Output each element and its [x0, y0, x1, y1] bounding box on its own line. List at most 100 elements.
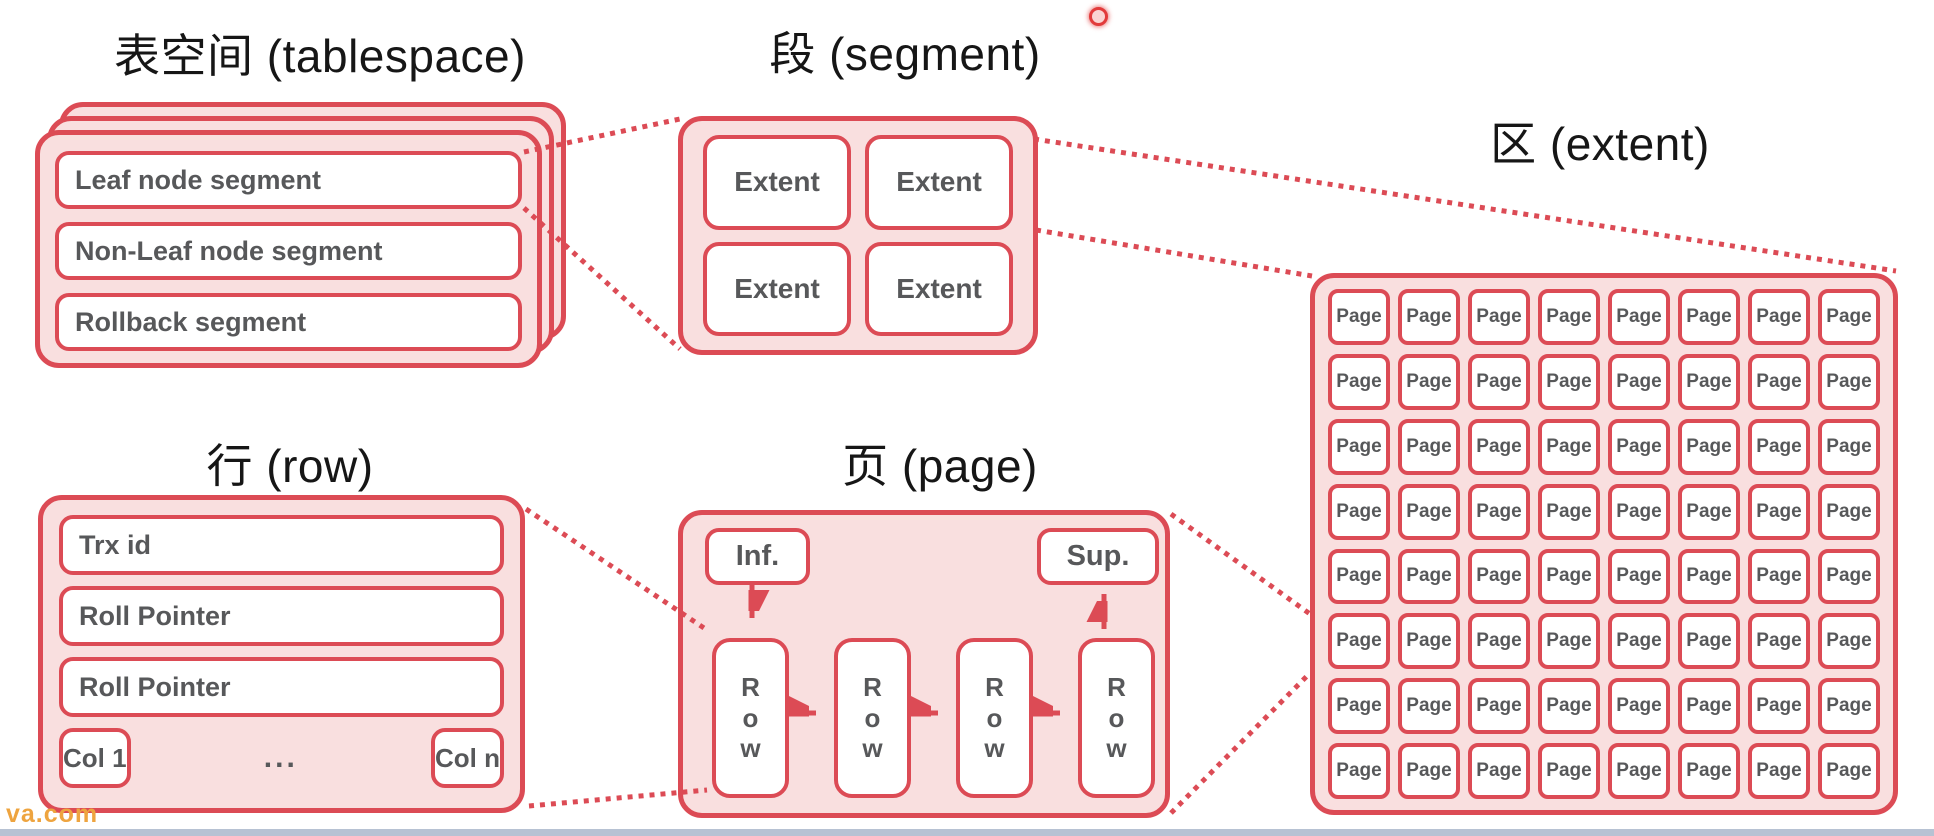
- row-columns: Col 1 ... Col n: [59, 728, 504, 788]
- watermark: va.com: [6, 800, 99, 828]
- row-field: Trx id: [59, 515, 504, 575]
- page-cell: Page: [1468, 743, 1530, 799]
- page-cell: Page: [1608, 743, 1670, 799]
- page-cell: Page: [1538, 418, 1600, 475]
- page-cell: Page: [1468, 418, 1530, 475]
- page-cell: Page: [1328, 353, 1390, 410]
- page-cell: Page: [1468, 678, 1530, 735]
- page-row-char: w: [740, 733, 761, 764]
- tablespace-item: Non-Leaf node segment: [55, 222, 522, 280]
- page-cell: Page: [1818, 678, 1880, 735]
- page-cell: Page: [1328, 418, 1390, 475]
- page-cell: Page: [1748, 678, 1810, 735]
- tablespace-item: Leaf node segment: [55, 151, 522, 209]
- segment-title: 段 (segment): [769, 28, 1041, 80]
- page-cell: Page: [1468, 483, 1530, 540]
- page-row-char: R: [863, 671, 882, 702]
- columns-ellipsis: ...: [263, 741, 298, 774]
- page-row-char: R: [985, 671, 1004, 702]
- page-cell: Page: [1468, 289, 1530, 345]
- page-cell: Page: [1818, 353, 1880, 410]
- tablespace-title: 表空间 (tablespace): [114, 30, 526, 82]
- col-last-box: Col n: [431, 728, 504, 788]
- page-row-char: o: [1108, 702, 1125, 733]
- page-cell: Page: [1748, 418, 1810, 475]
- extent-cell: Extent: [865, 241, 1013, 336]
- page-cell: Page: [1678, 743, 1740, 799]
- page-cell: Page: [1328, 743, 1390, 799]
- page-cell: Page: [1328, 678, 1390, 735]
- dotted-connector-page-extent-bottom: [1169, 671, 1312, 815]
- page-cell: Page: [1818, 418, 1880, 475]
- page-cell: Page: [1538, 743, 1600, 799]
- page-cell: Page: [1608, 678, 1670, 735]
- page-row-char: w: [862, 733, 883, 764]
- page-cell: Page: [1398, 353, 1460, 410]
- page-cell: Page: [1748, 289, 1810, 345]
- page-cell: Page: [1608, 548, 1670, 605]
- page-row-char: w: [1106, 733, 1127, 764]
- page-cell: Page: [1608, 483, 1670, 540]
- row-field: Roll Pointer: [59, 657, 504, 717]
- infimum-box: Inf.: [705, 528, 810, 585]
- page-cell: Page: [1398, 418, 1460, 475]
- page-cell: Page: [1608, 353, 1670, 410]
- page-cell: Page: [1678, 418, 1740, 475]
- page-cell: Page: [1748, 548, 1810, 605]
- page-cell: Page: [1678, 289, 1740, 345]
- page-cell: Page: [1398, 483, 1460, 540]
- page-row-char: o: [742, 702, 759, 733]
- extent-cell: Extent: [865, 135, 1013, 230]
- page-cell: Page: [1818, 483, 1880, 540]
- page-cell: Page: [1398, 678, 1460, 735]
- page-cell: Page: [1468, 548, 1530, 605]
- page-cell: Page: [1538, 483, 1600, 540]
- page-cell: Page: [1818, 743, 1880, 799]
- page-cell: Page: [1538, 353, 1600, 410]
- page-row-char: R: [741, 671, 760, 702]
- page-cell: Page: [1818, 548, 1880, 605]
- page-cell: Page: [1538, 289, 1600, 345]
- page-cell: Page: [1748, 613, 1810, 670]
- dotted-connector-segment-extent-bottom: [1035, 227, 1313, 279]
- page-cell: Page: [1678, 548, 1740, 605]
- page-cell: Page: [1538, 678, 1600, 735]
- page-cell: Page: [1678, 678, 1740, 735]
- page-cell: Page: [1328, 613, 1390, 670]
- page-title: 页 (page): [842, 440, 1038, 492]
- page-cell: Page: [1608, 418, 1670, 475]
- row-field: Roll Pointer: [59, 586, 504, 646]
- page-cell: Page: [1328, 483, 1390, 540]
- page-cell: Page: [1398, 289, 1460, 345]
- page-cell: Page: [1608, 613, 1670, 670]
- page-cell: Page: [1678, 613, 1740, 670]
- extent-cell: Extent: [703, 135, 851, 230]
- page-cell: Page: [1398, 613, 1460, 670]
- page-cell: Page: [1608, 289, 1670, 345]
- supremum-box: Sup.: [1037, 528, 1159, 585]
- page-cell: Page: [1678, 483, 1740, 540]
- page-cell: Page: [1468, 353, 1530, 410]
- bottom-edge-strip: [0, 829, 1934, 836]
- extent-title: 区 (extent): [1490, 118, 1710, 170]
- page-row-char: o: [864, 702, 881, 733]
- col-first-box: Col 1: [59, 728, 131, 788]
- dotted-connector-page-extent-top: [1169, 511, 1312, 617]
- page-cell: Page: [1538, 613, 1600, 670]
- page-row-char: o: [986, 702, 1003, 733]
- extent-cell: Extent: [703, 241, 851, 336]
- page-row-char: w: [984, 733, 1005, 764]
- page-cell: Page: [1678, 353, 1740, 410]
- page-cell: Page: [1748, 743, 1810, 799]
- row-title: 行 (row): [206, 440, 374, 492]
- page-cell: Page: [1818, 613, 1880, 670]
